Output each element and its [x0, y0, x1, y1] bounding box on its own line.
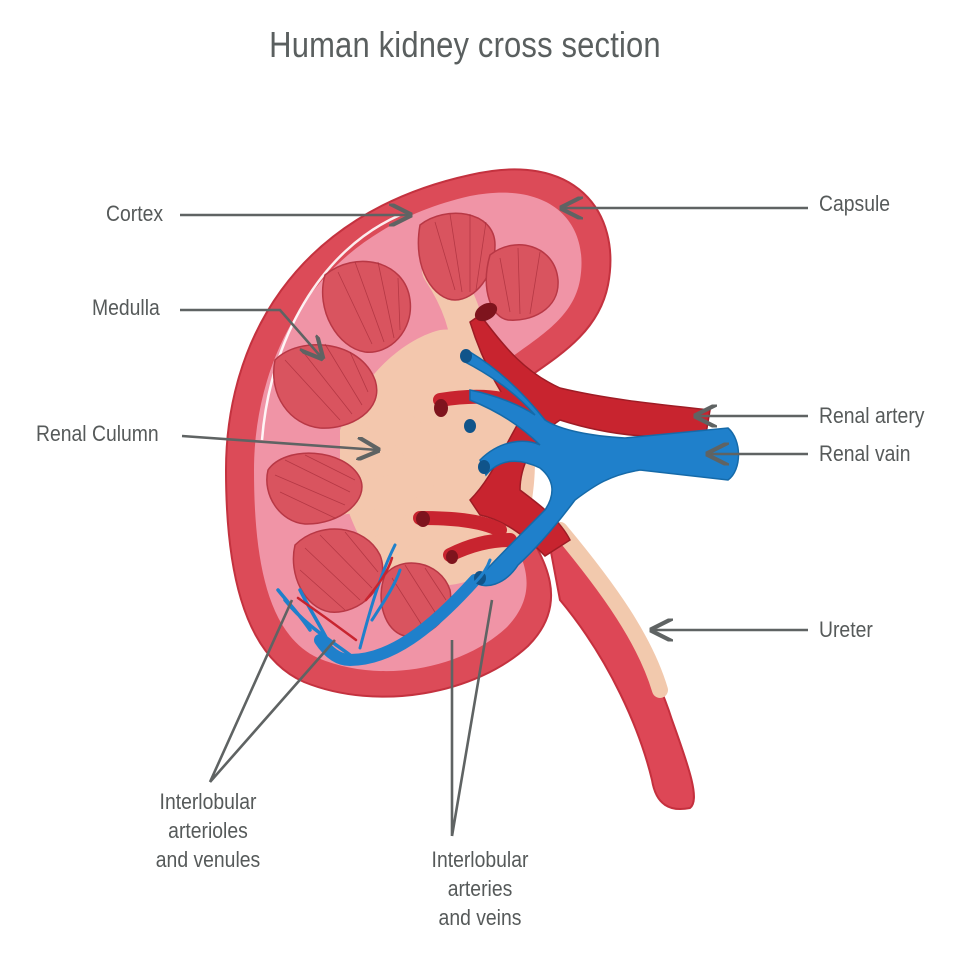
pyramid [485, 244, 559, 321]
capsule-highlight [260, 213, 401, 441]
vessel-opening [446, 550, 458, 564]
vessel-opening [474, 302, 498, 322]
label-ureter: Ureter [819, 617, 873, 642]
label-interlobular-arterioles: Interlobular arterioles and venules [155, 789, 261, 872]
vessel-opening [416, 511, 430, 527]
pyramid-striations [274, 213, 541, 631]
ureter [543, 516, 695, 810]
vessel-opening [464, 419, 476, 433]
renal-artery [413, 302, 711, 564]
arteries-pointer [450, 599, 494, 837]
label-renal-vein: Renal vain [819, 441, 911, 466]
label-interlobular-arteries: Interlobular arteries and veins [431, 847, 529, 930]
pyramid [266, 452, 363, 525]
label-renal-artery: Renal artery [819, 403, 925, 428]
pyramid [321, 260, 412, 353]
label-capsule: Capsule [819, 191, 891, 216]
arterioles-pointer [208, 599, 336, 783]
label-renal-column: Renal Culumn [36, 421, 159, 446]
renal-column-pointer [181, 434, 378, 450]
medulla-pointer [180, 308, 322, 358]
leader-lines [180, 208, 808, 837]
renal-vein [314, 349, 740, 667]
vessel-opening [434, 399, 448, 417]
interlobular-vessels [276, 543, 492, 657]
label-medulla: Medulla [92, 295, 160, 320]
label-cortex: Cortex [106, 201, 164, 226]
vessel-opening [460, 349, 472, 363]
page-title: Human kidney cross section [269, 24, 661, 65]
vessel-opening [478, 460, 490, 474]
medulla-pyramids [266, 212, 559, 638]
